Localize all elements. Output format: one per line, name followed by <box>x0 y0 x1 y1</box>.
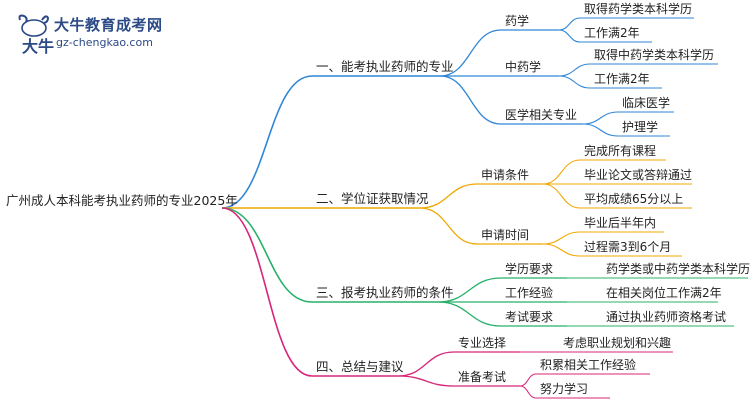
branch-1-tcm-leaf-2: 工作满2年 <box>594 72 650 86</box>
branch-1-connector <box>221 75 440 209</box>
branch-2-conditions-leaf-2: 毕业论文或答辩通过 <box>584 168 693 182</box>
branch-1-child-pharmacy: 药学 <box>505 14 530 28</box>
branch-4-prepare-leaf-2: 努力学习 <box>540 382 589 396</box>
branch-1-pharmacy-leaf-1: 取得药学类本科学历 <box>584 2 693 16</box>
branch-3-child-1-connector <box>437 277 567 303</box>
branch-1-label: 一、能考执业药师的专业 <box>316 59 454 74</box>
branch-2-label: 二、学位证获取情况 <box>316 191 429 206</box>
branch-4-child-2-leaf-2-connector <box>519 385 610 399</box>
logo-title: 大牛教育成考网 <box>54 16 163 34</box>
branch-4-child-prepare: 准备考试 <box>458 370 507 384</box>
branch-1-medical-leaf-2: 护理学 <box>622 120 659 134</box>
branch-4-connector <box>221 207 398 377</box>
branch-2-child-2-connector <box>419 207 543 245</box>
branch-1-child-1-leaf-1-connector <box>558 17 694 31</box>
branch-3-label: 三、报考执业药师的条件 <box>316 285 454 300</box>
branch-2-child-1-leaf-1-connector <box>542 159 666 185</box>
logo-mark-text: 大牛 <box>22 37 54 56</box>
branch-3-experience-leaf: 在相关岗位工作满2年 <box>606 286 722 300</box>
root-node: 广州成人本科能考执业药师的专业2025年 <box>6 193 238 208</box>
branch-1-child-3-leaf-1-connector <box>582 111 674 125</box>
site-logo: 大牛 大牛教育成考网 gz-chengkao.com <box>14 12 174 56</box>
branch-1-pharmacy-leaf-2: 工作满2年 <box>584 26 640 40</box>
branch-1-child-2-leaf-1-connector <box>558 63 718 77</box>
branch-3-child-experience: 工作经验 <box>505 286 554 300</box>
branch-3-child-3-connector <box>437 301 567 327</box>
branch-2-child-timing: 申请时间 <box>481 228 530 242</box>
branch-4-label: 四、总结与建议 <box>316 359 404 374</box>
branch-1-tcm-leaf-1: 取得中药学类本科学历 <box>594 48 715 62</box>
branch-2-child-2-leaf-2-connector <box>542 243 682 257</box>
branch-4-prepare-leaf-1: 积累相关工作经验 <box>540 358 637 372</box>
branch-2-child-1-connector <box>419 183 543 209</box>
branch-1-child-1-leaf-2-connector <box>558 29 652 43</box>
branch-3-connector <box>221 207 438 303</box>
logo-url: gz-chengkao.com <box>56 36 153 49</box>
branch-1-child-3-leaf-2-connector <box>582 123 670 137</box>
branch-3-exam-leaf: 通过执业药师资格考试 <box>606 310 727 324</box>
branch-1-child-medical: 医学相关专业 <box>505 108 578 122</box>
branch-3-child-exam: 考试要求 <box>505 310 554 324</box>
ox-mascot-icon: 大牛 <box>18 14 54 56</box>
branch-4-child-1-connector <box>397 351 520 377</box>
branch-2-child-conditions: 申请条件 <box>481 168 530 182</box>
branch-3-child-education: 学历要求 <box>505 262 554 276</box>
branch-2-timing-leaf-1: 毕业后半年内 <box>584 216 657 230</box>
branch-4-child-2-leaf-1-connector <box>519 373 650 387</box>
branch-2-child-1-leaf-3-connector <box>542 183 692 209</box>
branch-1-child-3-connector <box>439 75 583 125</box>
branch-1-child-1-connector <box>439 29 559 77</box>
branch-4-child-major: 专业选择 <box>458 336 507 350</box>
branch-2-conditions-leaf-3: 平均成绩65分以上 <box>584 192 684 206</box>
branch-2-timing-leaf-2: 过程需3到6个月 <box>584 240 672 254</box>
branch-2-conditions-leaf-1: 完成所有课程 <box>584 144 657 158</box>
branch-1-medical-leaf-1: 临床医学 <box>622 96 671 110</box>
branch-2-child-2-leaf-1-connector <box>542 231 664 245</box>
branch-4-major-leaf: 考虑职业规划和兴趣 <box>563 336 672 350</box>
branch-3-education-leaf: 药学类或中药学类本科学历 <box>606 262 750 276</box>
branch-1-child-tcm: 中药学 <box>505 60 542 74</box>
branch-1-child-2-leaf-2-connector <box>558 75 662 89</box>
branch-4-child-2-connector <box>397 375 520 387</box>
